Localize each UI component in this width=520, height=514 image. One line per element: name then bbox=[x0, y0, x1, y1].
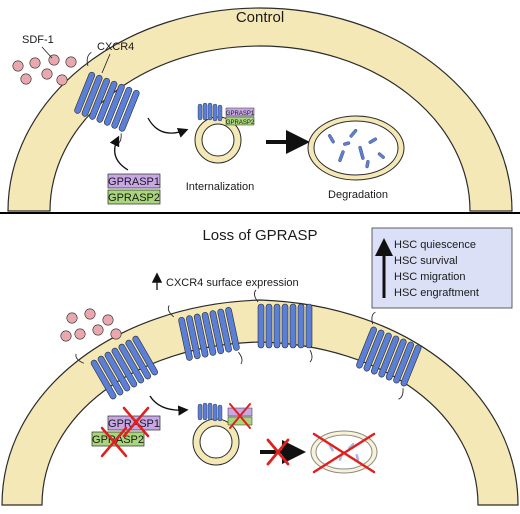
ligand bbox=[41, 68, 53, 80]
gprasp-binding-arrow bbox=[109, 135, 129, 171]
cxcr4-label: CXCR4 bbox=[97, 41, 134, 53]
internalization-arrow-bottom bbox=[149, 395, 189, 416]
ligand bbox=[56, 74, 68, 86]
effect-engraftment: HSC engraftment bbox=[394, 287, 479, 299]
control-panel: Control SDF-1 CXCR4 bbox=[7, 7, 513, 212]
gprasp2-label-bottom: GPRASP2 bbox=[92, 434, 144, 446]
ligand bbox=[84, 308, 96, 320]
cxcr4-receptor-3 bbox=[253, 289, 313, 363]
sdf1-ligands-bottom bbox=[60, 308, 122, 342]
cxcr4-receptor bbox=[74, 51, 140, 145]
hsc-effects-box bbox=[371, 227, 513, 309]
ligand bbox=[74, 328, 86, 340]
sdf1-ligands bbox=[12, 54, 77, 86]
effect-quiescence: HSC quiescence bbox=[394, 239, 476, 251]
lysosome bbox=[307, 115, 405, 181]
cell-membrane-top bbox=[7, 7, 513, 212]
vesicle-gprasp1 bbox=[225, 107, 255, 117]
effect-survival: HSC survival bbox=[394, 255, 458, 267]
endosome-vesicle-bottom bbox=[192, 402, 253, 466]
ligand bbox=[102, 314, 114, 326]
sdf1-pointer bbox=[41, 46, 53, 59]
ligand bbox=[65, 56, 77, 68]
vesicle-gprasp-cross bbox=[229, 403, 251, 429]
ligand bbox=[92, 324, 104, 336]
vesicle-gprasp2-label: GPRASP2 bbox=[226, 120, 255, 126]
internalization-arrow bbox=[147, 117, 189, 138]
sdf1-label: SDF-1 bbox=[22, 34, 54, 46]
cxcr4-receptor-1 bbox=[75, 335, 158, 400]
degradation-label: Degradation bbox=[328, 189, 388, 201]
cxcr4-pointer bbox=[101, 53, 111, 74]
endosome-vesicle: GPRASP1 GPRASP2 bbox=[194, 102, 255, 164]
ligand bbox=[110, 328, 122, 340]
internalization-label: Internalization bbox=[186, 181, 255, 193]
gprasp1-box bbox=[107, 173, 161, 189]
lysosome-cross bbox=[312, 432, 376, 474]
gprasp2-box bbox=[107, 189, 161, 205]
loss-of-gprasp-panel: Loss of GPRASP HSC quiescence HSC surviv… bbox=[1, 227, 519, 506]
ligand bbox=[29, 57, 41, 69]
gprasp1-label: GPRASP1 bbox=[108, 176, 160, 188]
surface-expression-label: CXCR4 surface expression bbox=[166, 277, 299, 289]
vesicle-gprasp2 bbox=[225, 116, 255, 126]
control-title: Control bbox=[236, 9, 284, 26]
loss-title: Loss of GPRASP bbox=[202, 227, 317, 244]
gprasp1-cross bbox=[122, 406, 150, 438]
ligand bbox=[20, 73, 32, 85]
receptor-fragments bbox=[328, 128, 385, 169]
vesicle-gprasp1-label: GPRASP1 bbox=[226, 111, 255, 117]
gprasp2-label: GPRASP2 bbox=[108, 192, 160, 204]
effect-migration: HSC migration bbox=[394, 271, 466, 283]
ligand bbox=[66, 312, 78, 324]
blocked-arrow-cross bbox=[266, 438, 290, 466]
ligand bbox=[12, 60, 24, 72]
ligand bbox=[60, 330, 72, 342]
cxcr4-receptor-4 bbox=[356, 311, 422, 400]
cxcr4-receptor-2 bbox=[167, 305, 243, 365]
gprasp2-cross bbox=[100, 426, 128, 458]
